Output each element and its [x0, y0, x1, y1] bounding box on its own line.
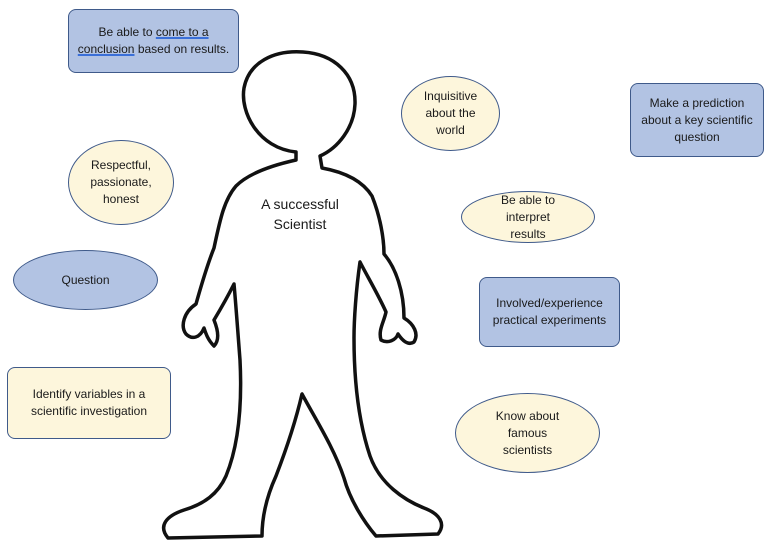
node-experiments-text: Involved/experience practical experiment… — [492, 296, 607, 327]
node-interpret-results: Be able to interpret results — [461, 191, 595, 243]
node-interpret-text: Be able to interpret results — [500, 192, 556, 241]
node-famous-scientists: Know about famous scientists — [455, 393, 600, 473]
node-inquisitive: Inquisitive about the world — [401, 76, 500, 151]
node-make-prediction: Make a prediction about a key scientific… — [630, 83, 764, 157]
node-famous-text: Know about famous scientists — [495, 408, 560, 457]
node-come-to-conclusion: Be able to come to a conclusion based on… — [68, 9, 239, 73]
node-practical-experiments: Involved/experience practical experiment… — [479, 277, 620, 347]
node-prediction-text: Make a prediction about a key scientific… — [641, 95, 753, 144]
conclusion-part2: based on results. — [134, 42, 230, 56]
node-respectful: Respectful, passionate, honest — [68, 140, 174, 225]
conclusion-part1: Be able to — [98, 25, 156, 39]
node-inquisitive-text: Inquisitive about the world — [423, 89, 478, 137]
node-variables-text: Identify variables in a scientific inves… — [30, 387, 148, 418]
conclusion-underlined: come to a conclusion — [77, 25, 209, 56]
node-conclusion-text: Be able to come to a conclusion based on… — [77, 24, 230, 58]
person-silhouette — [162, 50, 444, 540]
node-question-text: Question — [61, 272, 110, 287]
node-respectful-text: Respectful, passionate, honest — [90, 158, 152, 206]
center-label: A successful Scientist — [261, 196, 339, 232]
node-identify-variables: Identify variables in a scientific inves… — [7, 367, 171, 439]
node-question: Question — [13, 250, 158, 310]
